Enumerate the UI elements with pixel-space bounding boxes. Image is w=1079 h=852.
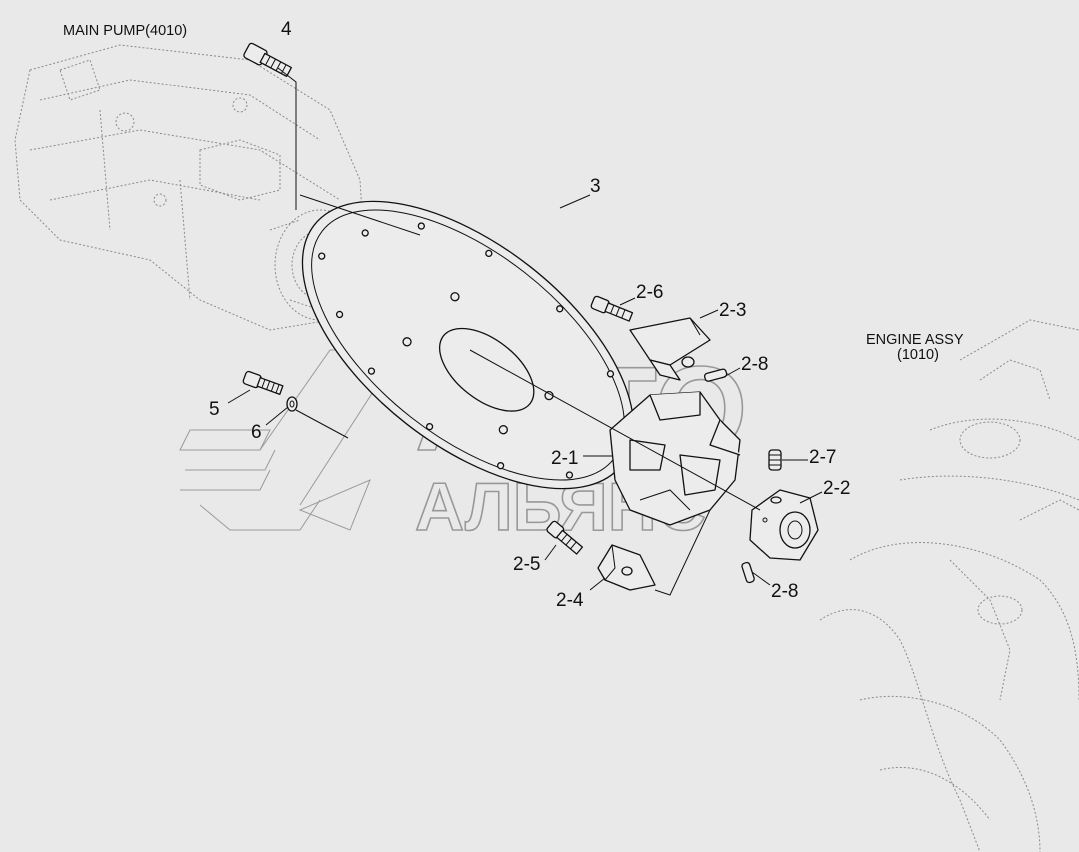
label-part-5: 5 — [209, 399, 220, 420]
bolt-4 — [243, 42, 293, 78]
washer-6 — [286, 396, 298, 412]
bolt-5 — [242, 370, 284, 396]
engine-ghost — [819, 319, 1079, 852]
bracket-2-4 — [597, 544, 656, 591]
label-part-2-8-upper: 2-8 — [741, 354, 768, 375]
label-part-2-2: 2-2 — [823, 478, 850, 499]
bolt-2-5 — [546, 520, 584, 555]
label-engine-code: (1010) — [897, 347, 939, 363]
label-part-2-5: 2-5 — [513, 554, 540, 575]
setscrew-2-7 — [768, 449, 782, 471]
label-part-2-3: 2-3 — [719, 300, 746, 321]
label-part-2-1: 2-1 — [551, 448, 578, 469]
label-main-pump: MAIN PUMP(4010) — [63, 23, 187, 39]
label-part-2-6: 2-6 — [636, 282, 663, 303]
bracket-2-3 — [629, 317, 711, 381]
label-part-2-8-lower: 2-8 — [771, 581, 798, 602]
main-pump-ghost — [14, 44, 366, 331]
pin-2-8-lower — [741, 561, 755, 584]
label-part-6: 6 — [251, 422, 262, 443]
pin-2-8-upper — [703, 368, 728, 382]
hub-2-2 — [749, 489, 819, 561]
part-labels: MAIN PUMP(4010) ENGINE ASSY (1010) 4 3 2… — [63, 19, 964, 611]
label-part-4: 4 — [281, 19, 292, 40]
rubber-element-2-1 — [609, 391, 741, 526]
label-engine-assy: ENGINE ASSY — [866, 332, 964, 348]
bolt-2-6 — [590, 295, 634, 322]
label-part-2-4: 2-4 — [556, 590, 584, 611]
label-part-3: 3 — [590, 176, 601, 197]
leader-lines — [227, 67, 823, 596]
label-part-2-7: 2-7 — [809, 447, 836, 468]
